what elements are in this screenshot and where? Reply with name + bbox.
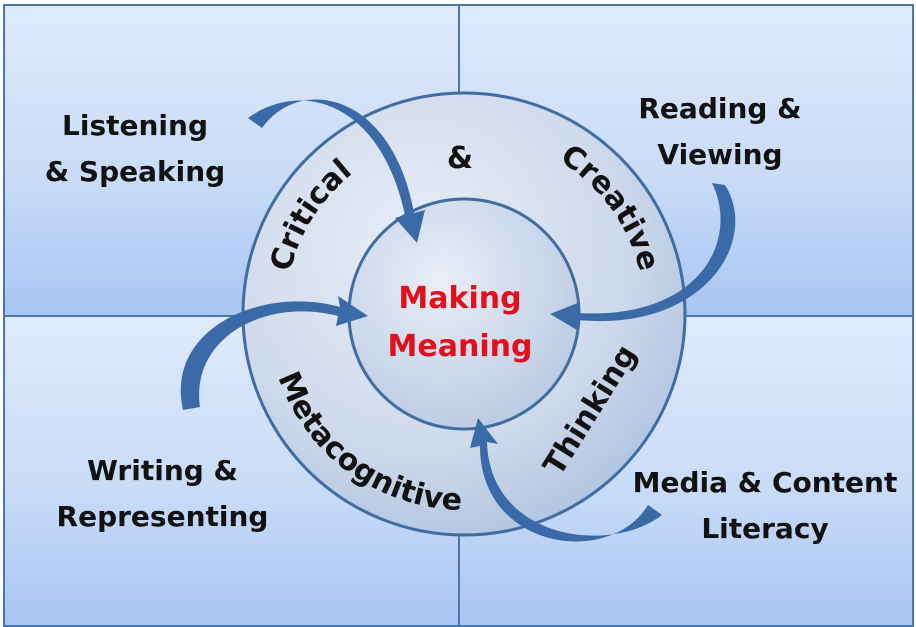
arrow-writing-icon [180,296,368,410]
label-line: Media & Content [632,466,898,499]
label-line: Writing & [87,454,238,487]
label-line: Viewing [657,138,783,171]
label-line: Representing [56,500,269,533]
arrow-media-icon [470,418,662,542]
label-media-content-literacy: Media & Content Literacy [620,460,910,552]
label-writing-representing: Writing & Representing [45,448,280,540]
arrow-listening-icon [248,99,425,243]
arrow-reading-icon [550,183,736,330]
label-reading-viewing: Reading & Viewing [620,86,820,178]
label-line: & Speaking [44,155,226,188]
label-line: Literacy [701,512,829,545]
label-line: Listening [62,109,208,142]
center-title-line1: Making [398,281,521,316]
center-title-line2: Meaning [388,329,533,364]
ring-word-and: & [447,141,473,176]
label-listening-speaking: Listening & Speaking [40,103,230,195]
label-line: Reading & [638,92,802,125]
